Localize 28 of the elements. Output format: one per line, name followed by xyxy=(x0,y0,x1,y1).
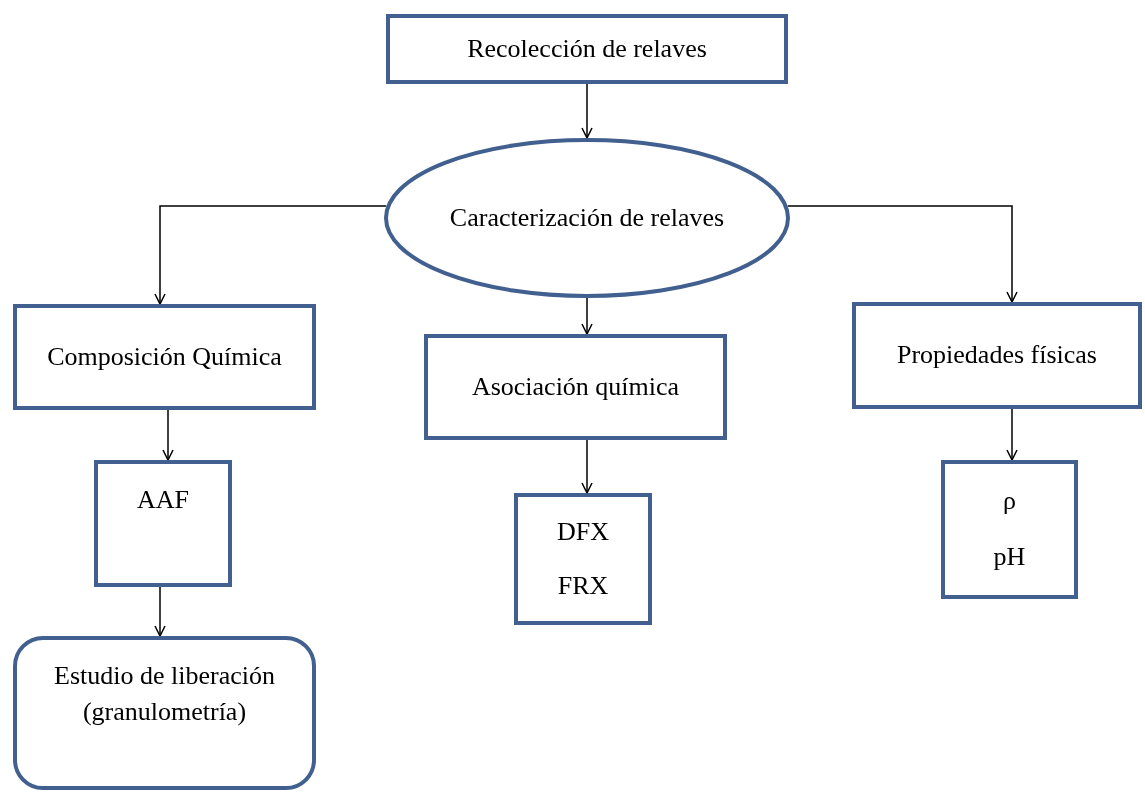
node-text: pH xyxy=(992,541,1027,574)
process-box xyxy=(941,460,1078,599)
process-box xyxy=(852,302,1142,409)
arrow xyxy=(154,205,388,305)
process-box xyxy=(13,304,316,410)
node-text: DFX xyxy=(556,516,610,549)
arrow xyxy=(162,409,174,461)
rounded-box xyxy=(13,636,316,790)
node-text: Recolección de relaves xyxy=(466,32,708,65)
arrow xyxy=(581,439,593,494)
arrow xyxy=(581,297,593,335)
arrow xyxy=(1006,408,1018,461)
arrow xyxy=(581,83,593,139)
node-text: FRX xyxy=(556,569,610,602)
process-box xyxy=(386,14,788,84)
process-box xyxy=(424,334,727,440)
node-text: AAF xyxy=(136,484,190,516)
process-box xyxy=(94,460,232,587)
node-text: Asociación química xyxy=(470,370,681,403)
node-text: Estudio de liberación (granulometría) xyxy=(53,660,276,729)
node-text: Composición Química xyxy=(46,340,283,373)
node-text: ρ xyxy=(1002,485,1017,518)
arrow xyxy=(786,205,1018,303)
node-text: Caracterización de relaves xyxy=(448,201,726,234)
process-ellipse xyxy=(384,138,790,298)
arrow xyxy=(154,586,166,637)
process-box xyxy=(514,493,652,625)
node-text: Propiedades físicas xyxy=(896,339,1098,372)
